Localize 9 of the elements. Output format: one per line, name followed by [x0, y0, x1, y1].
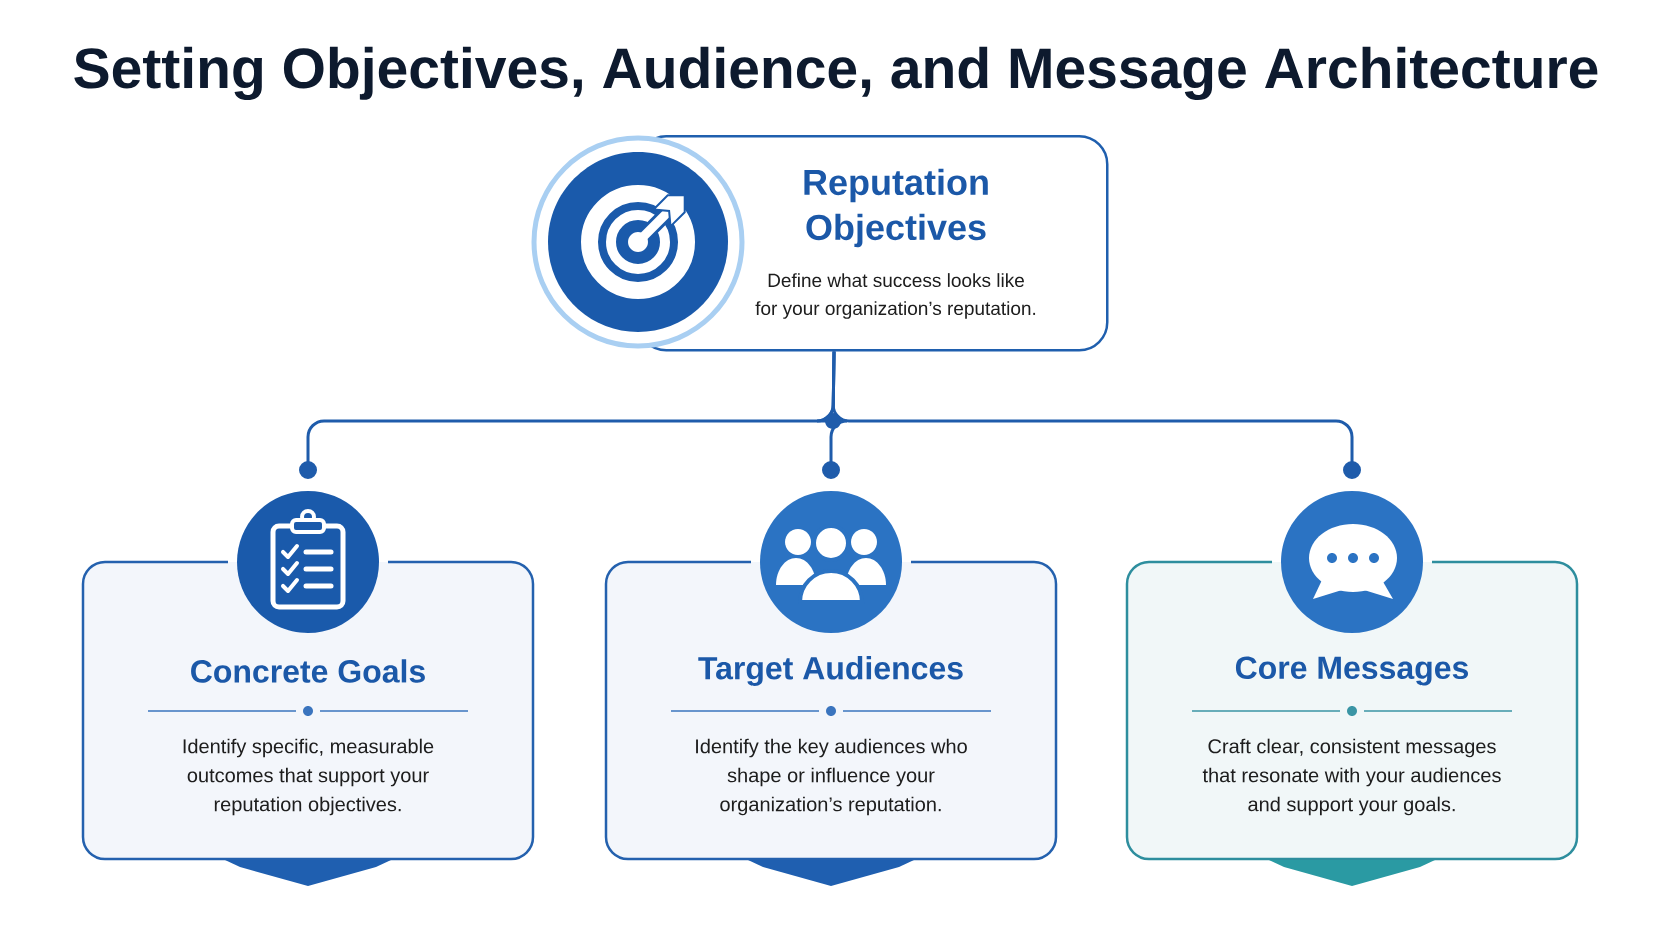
description: Identify specific, measurable outcomes that support your reputation objectives.	[183, 738, 434, 816]
heading: Core Messages	[1235, 656, 1468, 686]
title: Setting Objectives, Audience, and Message Architecture	[74, 46, 1598, 101]
heading: Reputation Objectives	[804, 168, 988, 248]
description: Define what success looks like for your organization’s reputation.	[755, 273, 1036, 319]
heading: Target Audiences	[698, 656, 963, 686]
description: Identify the key audiences who shape or influence your organization’s reputation.	[696, 738, 967, 816]
description: Craft clear, consistent messages that resonate with your audiences and support your goals.	[1202, 738, 1501, 816]
heading: Concrete Goals	[191, 659, 425, 683]
